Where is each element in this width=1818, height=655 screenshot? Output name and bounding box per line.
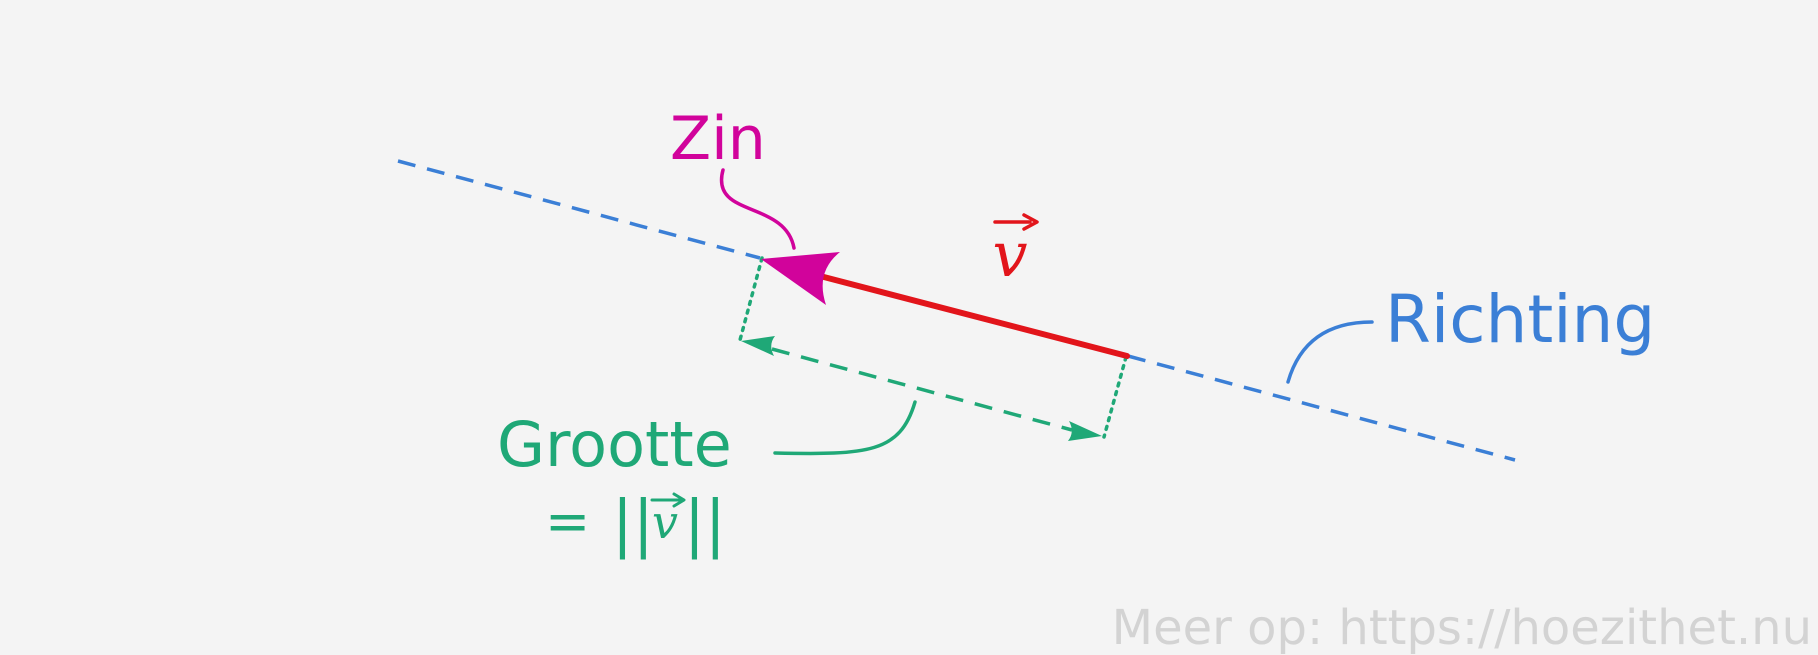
magnitude-vector-symbol: v bbox=[652, 495, 678, 549]
magnitude-label: Grootte bbox=[497, 408, 732, 481]
magnitude-equals: = bbox=[545, 490, 590, 553]
sense-label: Zin bbox=[670, 104, 766, 174]
direction-label: Richting bbox=[1385, 281, 1655, 358]
sense-callout-curve bbox=[719, 168, 796, 250]
direction-line-right bbox=[1127, 354, 1516, 462]
magnitude-norm-left: || bbox=[612, 487, 654, 561]
magnitude-callout-curve bbox=[773, 400, 917, 456]
magnitude-norm-right: || bbox=[684, 487, 726, 561]
magnitude-helper-left bbox=[738, 256, 764, 342]
vector-arrowhead bbox=[761, 252, 840, 305]
magnitude-vector-arrow-head bbox=[672, 492, 686, 508]
magnitude-arrow-line bbox=[771, 347, 1073, 432]
direction-line-left bbox=[397, 159, 761, 260]
footer-link: Meer op: https://hoezithet.nu bbox=[1112, 600, 1812, 655]
direction-callout-curve bbox=[1288, 318, 1305, 322]
direction-callout-curve-visible bbox=[1286, 320, 1374, 384]
vector-shaft bbox=[817, 273, 1130, 359]
magnitude-arrowhead-right bbox=[1068, 421, 1102, 441]
magnitude-arrowhead-left bbox=[741, 336, 775, 356]
vector-label-arrow-head bbox=[1022, 213, 1039, 231]
magnitude-helper-right bbox=[1102, 355, 1128, 439]
vector-label: v bbox=[992, 218, 1027, 291]
